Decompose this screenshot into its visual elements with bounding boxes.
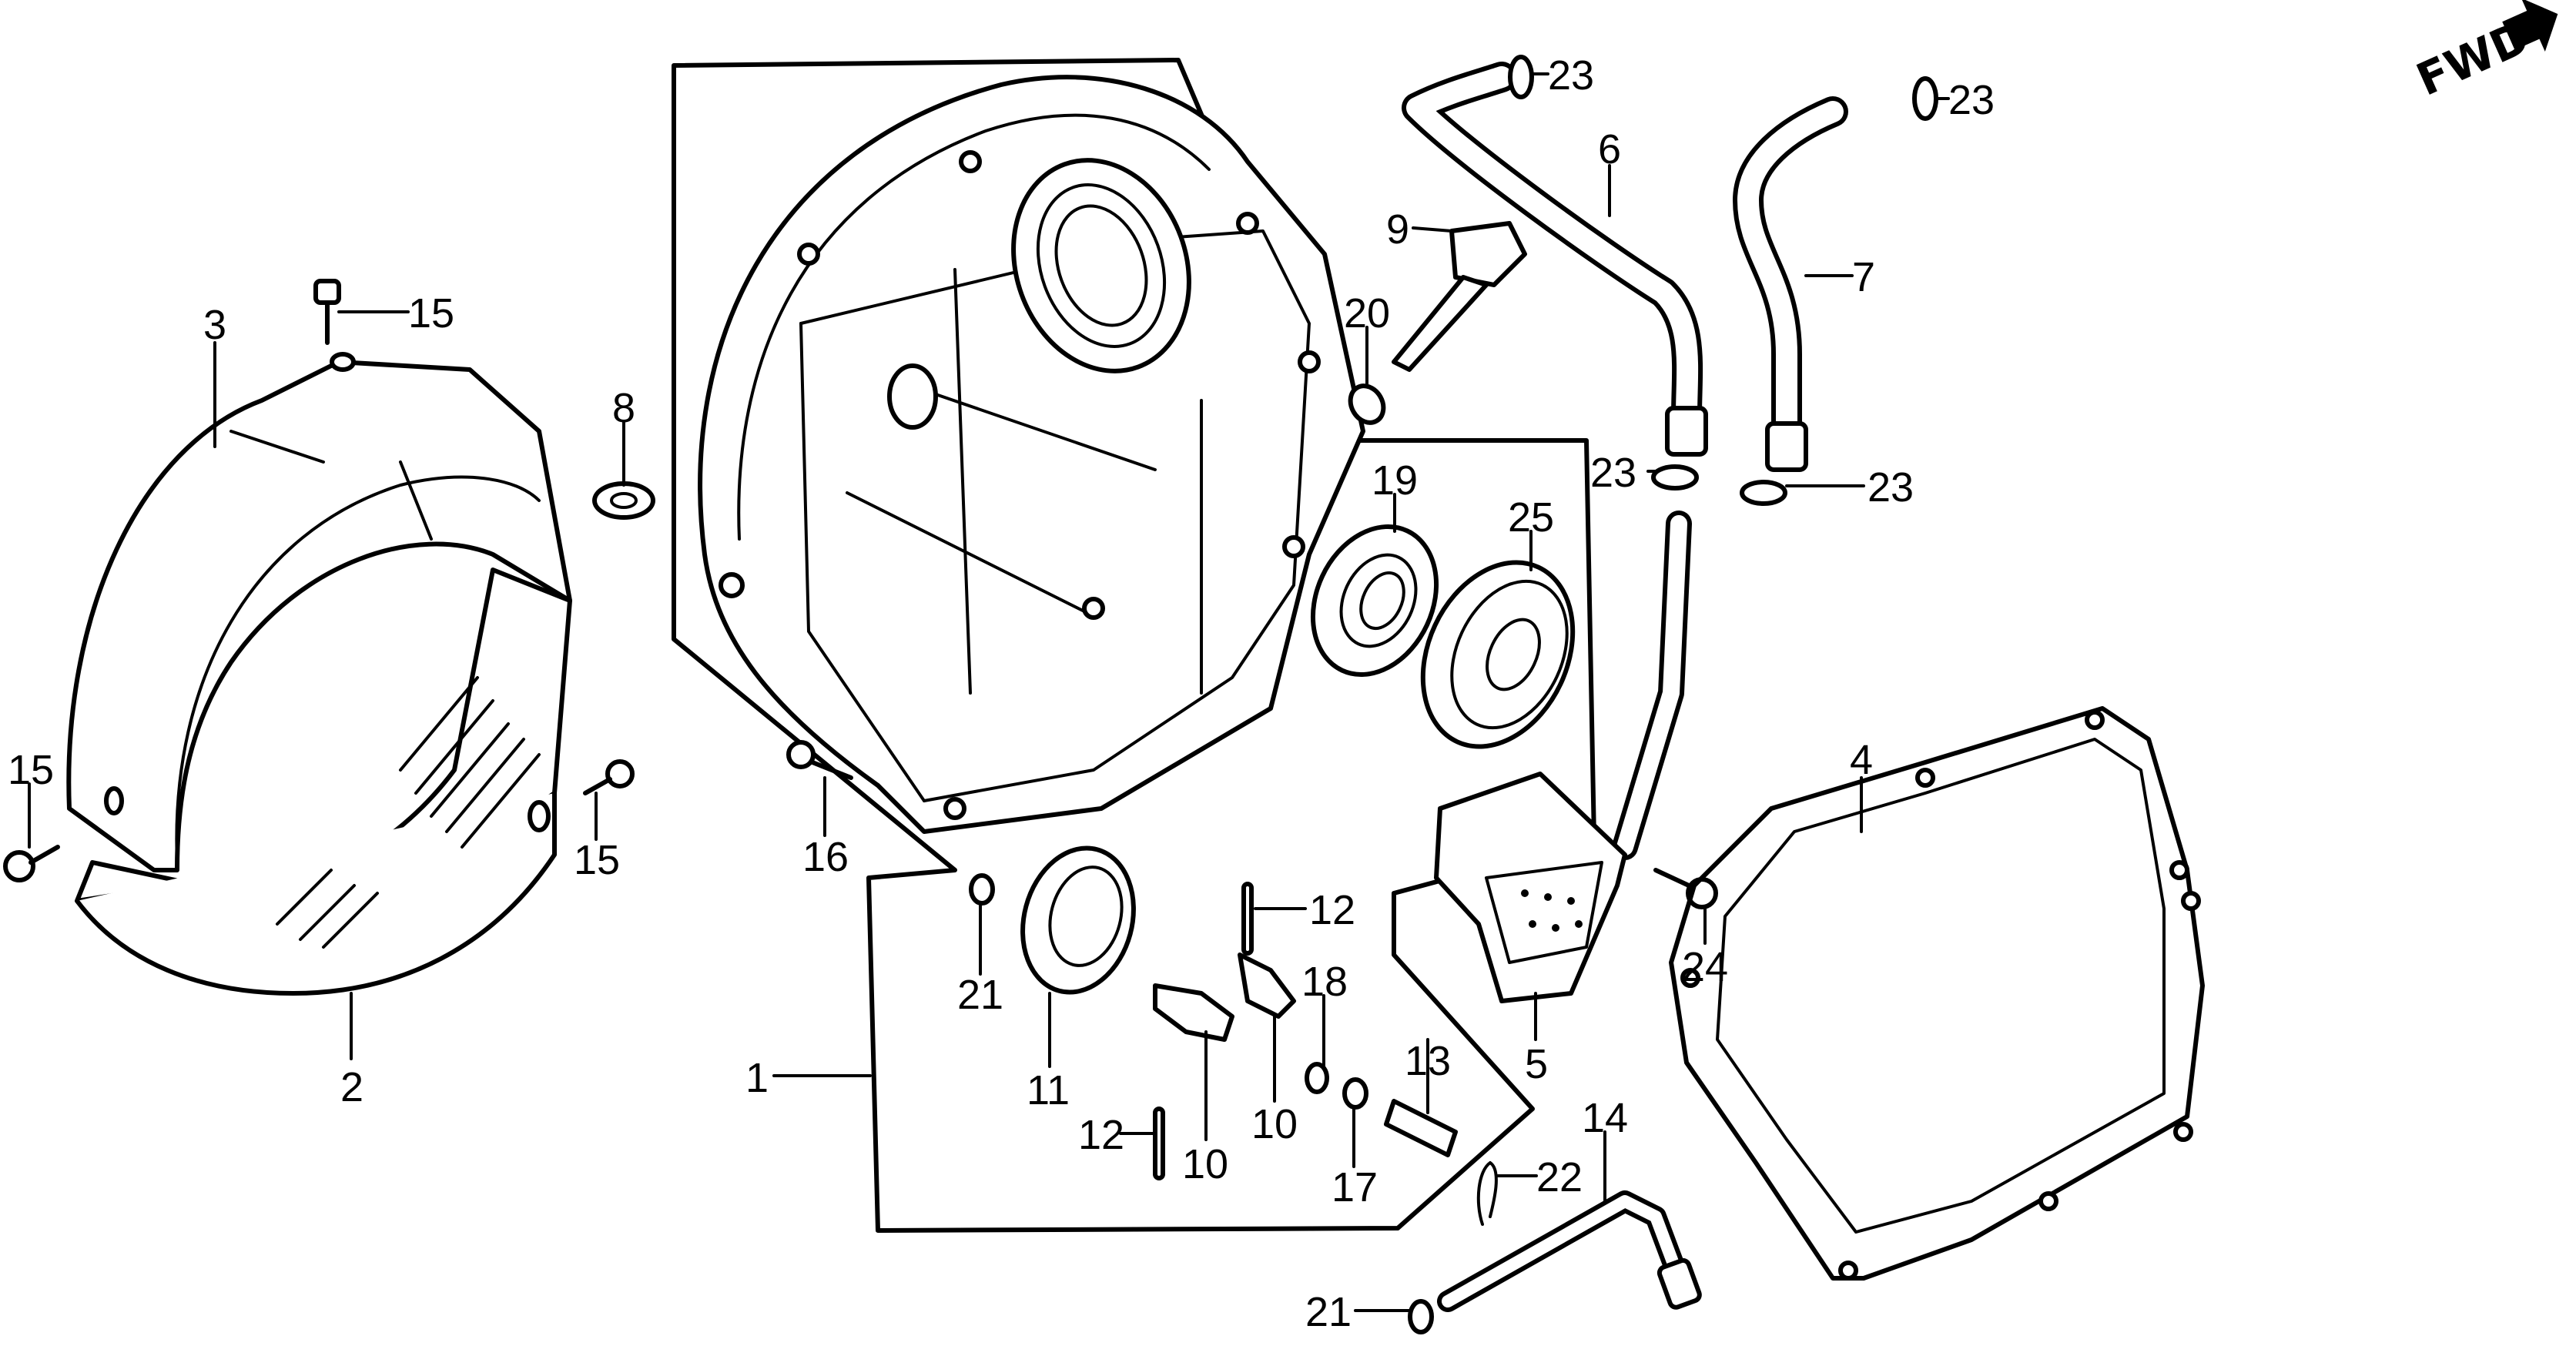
callout-21a[interactable]: 21 (957, 972, 1003, 1018)
ball-bearing (1420, 560, 1576, 749)
callout-16[interactable]: 16 (802, 834, 849, 880)
oil-strainer (1434, 772, 1627, 1003)
callout-9[interactable]: 9 (1386, 206, 1409, 253)
governor-part (1153, 983, 1234, 1042)
callout-23c[interactable]: 23 (1590, 450, 1636, 496)
callout-5[interactable]: 5 (1525, 1041, 1548, 1087)
washer-part (1305, 1062, 1329, 1094)
bolt-15-top (313, 279, 341, 345)
callout-15c[interactable]: 15 (574, 837, 620, 883)
shaft-part (1384, 1099, 1458, 1157)
callout-6[interactable]: 6 (1598, 126, 1621, 172)
bolt-15-right (583, 759, 635, 795)
case-cover-gasket (1669, 706, 2205, 1281)
callout-1[interactable]: 1 (745, 1055, 769, 1101)
bolt-16 (786, 740, 853, 780)
breather-tube-6 (1402, 62, 1708, 457)
oil-gauge (1392, 221, 1527, 372)
pin-part (1153, 1107, 1165, 1180)
callout-15b[interactable]: 15 (8, 747, 54, 793)
arrow-right-icon (2502, 0, 2558, 52)
clip-22 (1476, 1161, 1498, 1226)
callout-18[interactable]: 18 (1301, 959, 1348, 1005)
callout-4[interactable]: 4 (1850, 737, 1873, 783)
clamp-part (1508, 55, 1534, 99)
pin-part (1241, 882, 1254, 956)
o-ring (1348, 383, 1386, 425)
upper-shroud (66, 352, 572, 872)
fwd-indicator: FWD (2409, 0, 2558, 106)
bolt-15-left (3, 845, 60, 882)
callout-7[interactable]: 7 (1852, 254, 1875, 300)
lower-shroud (75, 568, 572, 996)
pipe-to-strainer (1612, 511, 1692, 860)
clamp-part (1651, 464, 1699, 491)
callout-11[interactable]: 11 (1027, 1067, 1070, 1113)
callout-19[interactable]: 19 (1372, 457, 1418, 504)
clamp-part (1740, 480, 1787, 506)
washer-part (1408, 1299, 1434, 1334)
tube-7 (1733, 96, 1848, 472)
clip-part (592, 481, 655, 520)
callout-8[interactable]: 8 (612, 385, 635, 431)
callout-15a[interactable]: 15 (408, 290, 454, 336)
callout-23a[interactable]: 23 (1548, 52, 1594, 99)
clamp-part (1912, 76, 1938, 121)
oil-seal (1310, 524, 1439, 678)
callout-2[interactable]: 2 (340, 1064, 363, 1110)
callout-24[interactable]: 24 (1682, 944, 1728, 990)
callout-17[interactable]: 17 (1332, 1164, 1378, 1210)
callout-10a[interactable]: 10 (1182, 1141, 1228, 1187)
washer-part (1342, 1077, 1368, 1110)
crankcase-cover (698, 75, 1365, 834)
callout-12b[interactable]: 12 (1078, 1112, 1124, 1158)
governor-gear (1020, 845, 1136, 995)
washer-part (969, 873, 995, 906)
callout-13[interactable]: 13 (1405, 1038, 1451, 1084)
assembly-bracket-outline (672, 58, 1596, 1233)
callout-23d[interactable]: 23 (1868, 464, 1914, 511)
callout-23b[interactable]: 23 (1948, 77, 1995, 123)
leader-lines (28, 72, 1950, 1312)
callout-22[interactable]: 22 (1536, 1154, 1583, 1200)
callout-3[interactable]: 3 (203, 302, 226, 348)
callout-labels: 1 2 3 4 5 6 7 8 9 10 10 11 12 12 13 14 1… (8, 52, 1995, 1335)
governor-part (1238, 953, 1296, 1019)
callout-25[interactable]: 25 (1508, 494, 1554, 541)
callout-14[interactable]: 14 (1582, 1095, 1628, 1141)
callout-21b[interactable]: 21 (1305, 1289, 1352, 1335)
governor-arm-shaft (1437, 1190, 1702, 1312)
callout-10b[interactable]: 10 (1251, 1101, 1298, 1147)
callout-20[interactable]: 20 (1344, 290, 1390, 336)
callout-12a[interactable]: 12 (1309, 887, 1355, 933)
